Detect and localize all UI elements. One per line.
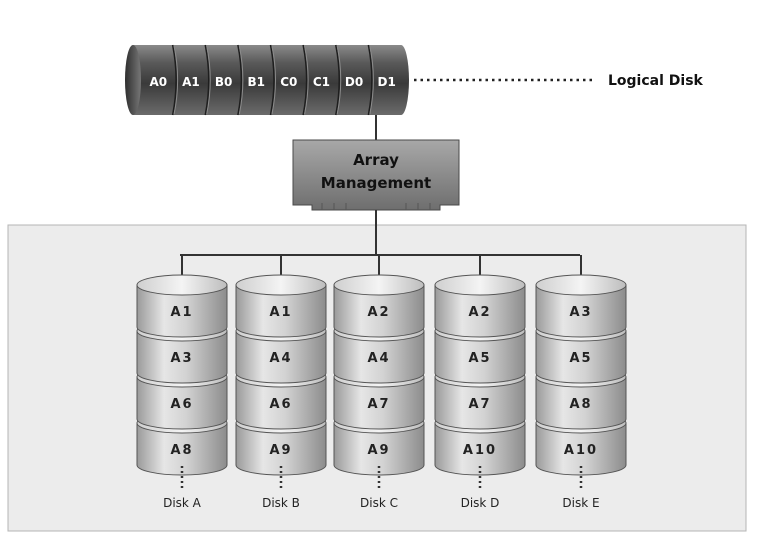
disk-platter xyxy=(434,422,526,476)
segment-divider-highlight xyxy=(173,45,179,115)
disk-block-label: A9 xyxy=(367,443,390,458)
disk-platter xyxy=(535,284,627,338)
disk-platter xyxy=(333,376,425,430)
segment-divider-highlight xyxy=(304,45,309,115)
logical-segment-label: B1 xyxy=(247,75,265,89)
disk-block-label: A9 xyxy=(269,443,292,458)
segment-divider xyxy=(367,44,373,116)
disk-platter xyxy=(434,284,526,338)
segment-divider-highlight xyxy=(238,45,244,115)
disk-platter xyxy=(235,376,327,430)
disk-block-label: A5 xyxy=(569,351,592,366)
disk-block-label: A7 xyxy=(468,397,491,412)
disk-block-label: A6 xyxy=(269,397,292,412)
disk-block-label: A8 xyxy=(569,397,592,412)
disk-block-label: A10 xyxy=(463,443,497,458)
segment-divider-highlight xyxy=(336,45,342,115)
logical-disk-cylinder: A0 A1 B0 B1 C0 C1 D0 D1 xyxy=(125,44,409,116)
logical-segment-label: C0 xyxy=(280,75,297,89)
disk-platter xyxy=(535,422,627,476)
logical-segment-label: D0 xyxy=(345,75,363,89)
disk-block-label: A5 xyxy=(468,351,491,366)
disk-platter xyxy=(333,330,425,384)
logical-segment-label: A1 xyxy=(182,75,200,89)
logical-segment-label: C1 xyxy=(313,75,330,89)
disk-name-label: Disk C xyxy=(360,496,398,510)
logical-segment-label: D1 xyxy=(378,75,396,89)
disk-platter xyxy=(235,330,327,384)
disk-block-label: A8 xyxy=(170,443,193,458)
disk-platter-top xyxy=(535,274,627,296)
segment-divider xyxy=(335,44,340,116)
logical-segment-label: B0 xyxy=(215,75,233,89)
disk-name-label: Disk B xyxy=(262,496,300,510)
disk-platter xyxy=(333,284,425,338)
disk-block-label: A10 xyxy=(564,443,598,458)
segment-divider xyxy=(171,44,177,116)
disk-block-label: A6 xyxy=(170,397,193,412)
disk-platter-top xyxy=(333,274,425,296)
disk-block-label: A2 xyxy=(367,305,390,320)
disk-name-label: Disk E xyxy=(562,496,599,510)
logical-disk-label: Logical Disk xyxy=(608,73,704,89)
disk-name-label: Disk A xyxy=(163,496,202,510)
disk-platter xyxy=(235,422,327,476)
disk-platter-top xyxy=(434,274,526,296)
disk-platter-top xyxy=(136,274,228,296)
segment-divider xyxy=(237,44,243,116)
disk-platter xyxy=(434,376,526,430)
disk-block-label: A1 xyxy=(170,305,193,320)
logical-segment-label: A0 xyxy=(149,75,167,89)
disk-platter xyxy=(136,422,228,476)
array-label-line2: Management xyxy=(321,174,431,192)
disk-platter xyxy=(136,330,228,384)
disk-platter xyxy=(235,284,327,338)
disk-platter xyxy=(333,422,425,476)
disk-block-label: A4 xyxy=(269,351,292,366)
array-label-line1: Array xyxy=(353,151,399,169)
disk-block-label: A3 xyxy=(569,305,592,320)
disk-platter-top xyxy=(235,274,327,296)
disk-block-label: A1 xyxy=(269,305,292,320)
disk-platter xyxy=(535,376,627,430)
array-management-box: Array Management xyxy=(292,139,460,211)
segment-divider-highlight xyxy=(271,45,276,115)
disk-platter xyxy=(535,330,627,384)
disk-block-label: A7 xyxy=(367,397,390,412)
disk-name-label: Disk D xyxy=(461,496,500,510)
disk-platter xyxy=(434,330,526,384)
segment-divider xyxy=(269,44,275,116)
disk-block-label: A3 xyxy=(170,351,193,366)
disk-block-label: A2 xyxy=(468,305,491,320)
segment-divider-highlight xyxy=(369,45,374,115)
disk-block-label: A4 xyxy=(367,351,390,366)
segment-divider xyxy=(204,44,210,116)
segment-divider-highlight xyxy=(206,45,211,115)
disk-platter xyxy=(136,376,228,430)
disk-platter xyxy=(136,284,228,338)
segment-divider xyxy=(302,44,308,116)
